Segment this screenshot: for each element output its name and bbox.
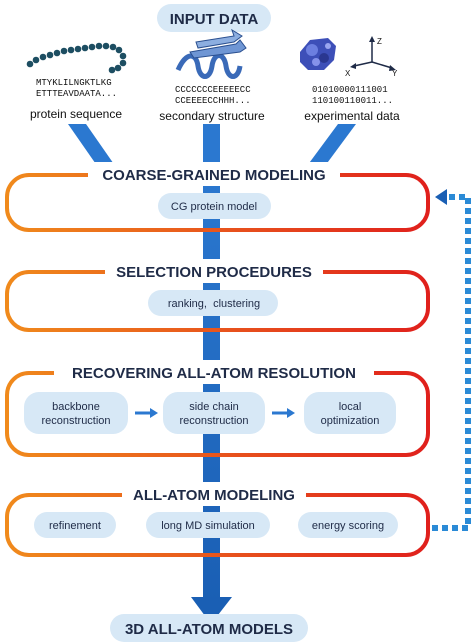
energy-scoring-label: energy scoring	[312, 520, 384, 532]
stage-title: SELECTION PROCEDURES	[116, 264, 312, 281]
input-arrow-right	[304, 124, 356, 170]
local-optimization-pill	[304, 392, 396, 434]
secondary-structure-caption: secondary structure	[159, 109, 265, 123]
protein-sequence-code-line2: ETTTEAVDAATA...	[36, 89, 117, 99]
stage-title-mask	[122, 482, 306, 506]
stage-selection-procedures: SELECTION PROCEDURES ranking, clustering	[5, 259, 430, 332]
backbone-reconstruction-label-line1: backbone	[52, 401, 100, 413]
feedback-loop-arrow	[432, 189, 471, 531]
long-md-simulation-label: long MD simulation	[161, 520, 255, 532]
stage-recovering-all-atom-resolution: RECOVERING ALL-ATOM RESOLUTION backbone …	[5, 360, 430, 457]
secondary-structure-code-line2: CCEEEECCHHH...	[175, 96, 251, 106]
long-md-simulation-pill	[146, 512, 270, 538]
feedback-arrow-head	[435, 189, 447, 205]
local-optimization-label-line1: local	[339, 401, 362, 413]
output-title: 3D ALL-ATOM MODELS	[125, 621, 293, 638]
refinement-pill	[34, 512, 116, 538]
axis-label-y: Y	[392, 69, 398, 78]
output-header	[110, 614, 308, 642]
stage-title-mask	[105, 259, 323, 283]
axis-label-x: X	[345, 69, 351, 78]
stage-all-atom-modeling: ALL-ATOM MODELING refinement long MD sim…	[5, 482, 430, 557]
arrow-right-icon	[272, 408, 295, 418]
stage-title-mask	[54, 360, 374, 384]
input-data-title: INPUT DATA	[170, 11, 259, 28]
experimental-data-code-line2: 110100110011...	[312, 96, 393, 106]
side-chain-reconstruction-label-line2: reconstruction	[179, 415, 248, 427]
stage-title-mask	[88, 162, 340, 186]
experimental-data-code-line1: 01010000111001	[312, 85, 388, 95]
experimental-data-caption: experimental data	[304, 109, 400, 123]
axis-label-z: Z	[377, 37, 382, 46]
protein-sequence-caption: protein sequence	[30, 107, 122, 121]
cg-protein-model-label: CG protein model	[171, 201, 257, 213]
secondary-structure-code-line1: CCCCCCCEEEEECC	[175, 85, 251, 95]
side-chain-reconstruction-label-line1: side chain	[189, 401, 239, 413]
energy-scoring-pill	[298, 512, 398, 538]
cg-protein-model-pill	[158, 193, 271, 219]
refinement-label: refinement	[49, 520, 101, 532]
stage-title: RECOVERING ALL-ATOM RESOLUTION	[72, 365, 356, 382]
local-optimization-label-line2: optimization	[321, 415, 380, 427]
main-flow-arrow-head	[191, 597, 232, 624]
stage-title: ALL-ATOM MODELING	[133, 487, 295, 504]
stage-title: COARSE-GRAINED MODELING	[102, 167, 325, 184]
secondary-structure-icon	[175, 28, 247, 79]
experimental-density-icon	[300, 38, 336, 70]
input-arrow-left	[68, 124, 118, 170]
protein-sequence-code-line1: MTYKLILNGKTLKG	[36, 78, 112, 88]
input-arrow-center	[203, 124, 220, 170]
backbone-reconstruction-pill	[24, 392, 128, 434]
side-chain-reconstruction-pill	[163, 392, 265, 434]
protein-sequence-icon	[26, 42, 127, 74]
backbone-reconstruction-label-line2: reconstruction	[41, 415, 110, 427]
stage-coarse-grained-modeling: COARSE-GRAINED MODELING CG protein model	[5, 162, 430, 232]
arrow-right-icon	[135, 408, 158, 418]
ranking-clustering-label: ranking, clustering	[168, 298, 260, 310]
input-data-header	[157, 4, 271, 32]
ranking-clustering-pill	[148, 290, 278, 316]
coordinate-axes-icon	[350, 36, 396, 71]
